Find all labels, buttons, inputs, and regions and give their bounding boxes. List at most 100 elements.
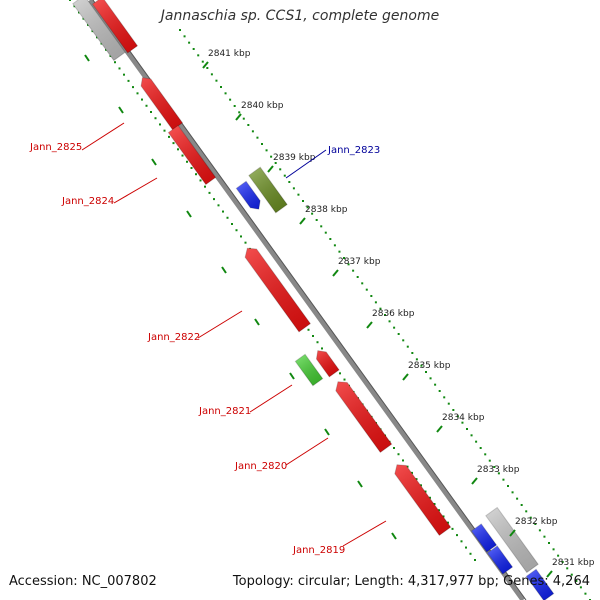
outer-scale-dot: [415, 358, 418, 361]
outer-scale-dot: [229, 98, 232, 101]
inner-scale-dot: [307, 328, 310, 331]
outer-scale-dot: [452, 409, 455, 411]
outer-scale-dot: [251, 130, 254, 133]
outer-scale-dot: [365, 288, 368, 291]
outer-scale-dot: [425, 371, 427, 373]
inner-scale-dot: [231, 223, 233, 225]
gene-block-gray[interactable]: [72, 0, 126, 62]
outer-scale-dot: [256, 136, 259, 139]
outer-scale-dot: [242, 117, 245, 120]
gene-block-blue-lower-2[interactable]: [486, 545, 514, 575]
scale-label: 2831 kbp: [552, 558, 595, 568]
inner-scale-dot: [451, 527, 454, 530]
outer-scale-dot: [279, 168, 282, 171]
inner-scale-tick: [186, 210, 192, 218]
gene-block-jann-2823[interactable]: [248, 166, 288, 214]
inner-scale-dot: [460, 540, 463, 543]
inner-scale-dot: [397, 453, 400, 456]
inner-scale-dot: [402, 459, 404, 462]
outer-scale-dot: [215, 79, 218, 82]
gene-block-jann-2820[interactable]: [332, 378, 393, 454]
gene-block-jann-2826[interactable]: [91, 0, 139, 54]
outer-scale-dot: [329, 238, 332, 240]
outer-scale-dot: [402, 339, 405, 342]
inner-scale-dot: [172, 142, 175, 145]
inner-scale-dot: [73, 5, 76, 8]
gene-block-blue-lower-1[interactable]: [470, 523, 498, 553]
gene-block-jann-2823-partner[interactable]: [235, 180, 263, 212]
scale-tick: [332, 269, 339, 277]
outer-scale-dot: [270, 155, 273, 158]
outer-scale-dot: [347, 263, 350, 266]
outer-scale-dot: [379, 307, 382, 310]
outer-scale-dot: [388, 320, 391, 323]
scale-label: 2833 kbp: [477, 465, 520, 475]
scale-label: 2836 kbp: [372, 309, 415, 319]
outer-scale-dot: [311, 212, 314, 215]
outer-scale-dot: [233, 105, 236, 107]
inner-scale-dot: [424, 490, 427, 493]
leader-line: [285, 437, 329, 466]
inner-scale-dot: [96, 36, 98, 39]
outer-scale-dot: [447, 402, 450, 405]
gene-label-jann-2824[interactable]: Jann_2824: [61, 196, 114, 207]
gene-block-blue-corner[interactable]: [525, 568, 555, 600]
inner-scale-dot: [393, 447, 395, 449]
inner-scale-dot: [433, 503, 436, 505]
outer-scale-dot: [548, 542, 550, 544]
gene-label-jann-2823[interactable]: Jann_2823: [327, 145, 380, 156]
inner-scale-dot: [136, 92, 139, 95]
outer-scale-dot: [197, 54, 200, 57]
leader-line: [249, 384, 293, 413]
gene-label-jann-2822[interactable]: Jann_2822: [147, 332, 200, 343]
scale-tick: [235, 113, 242, 121]
inner-scale-dot: [186, 160, 188, 163]
inner-scale-dot: [199, 179, 202, 182]
outer-scale-dot: [466, 428, 468, 430]
inner-scale-dot: [204, 185, 206, 188]
scale-tick: [366, 321, 373, 329]
gene-block-jann-2825[interactable]: [138, 74, 184, 131]
outer-scale-dot: [393, 326, 396, 329]
inner-scale-dot: [213, 198, 215, 201]
gene-block-jann-2821[interactable]: [294, 353, 324, 387]
outer-scale-dot: [324, 231, 327, 234]
gene-block-jann-2824[interactable]: [167, 124, 217, 186]
inner-scale-tick: [221, 266, 227, 274]
outer-scale-dot: [507, 485, 509, 487]
outer-scale-dot: [420, 364, 423, 367]
gene-label-jann-2820[interactable]: Jann_2820: [234, 461, 287, 472]
gene-block-jann-2822[interactable]: [242, 244, 312, 333]
gene-block-small-red[interactable]: [313, 347, 340, 378]
inner-scale-tick: [118, 106, 124, 114]
inner-scale-dot: [456, 534, 458, 537]
scale-tick: [471, 477, 478, 485]
outer-scale-dot: [511, 491, 514, 494]
outer-scale-dot: [575, 580, 578, 582]
inner-scale-dot: [316, 341, 319, 344]
scale-tick: [202, 61, 209, 69]
gene-label-jann-2821[interactable]: Jann_2821: [198, 406, 251, 417]
outer-scale-dot: [356, 276, 359, 278]
gene-label-jann-2819[interactable]: Jann_2819: [292, 545, 345, 556]
inner-scale-dot: [114, 61, 116, 64]
outer-scale-dot: [493, 466, 496, 468]
gene-block-jann-2819[interactable]: [391, 461, 452, 537]
gene-label-jann-2825[interactable]: Jann_2825: [29, 142, 82, 153]
outer-scale-dot: [220, 86, 222, 88]
outer-scale-dot: [566, 567, 569, 570]
outer-scale-dot: [579, 586, 582, 589]
outer-scale-dot: [247, 124, 250, 126]
gene-block-gray-lower[interactable]: [485, 506, 539, 574]
outer-scale-dot: [315, 219, 318, 221]
outer-scale-dot: [461, 421, 464, 424]
outer-scale-dot: [475, 440, 478, 443]
scale-label: 2835 kbp: [408, 361, 451, 371]
outer-scale-dot: [497, 472, 500, 475]
inner-scale-dot: [87, 23, 89, 26]
outer-scale-dot: [484, 453, 487, 456]
inner-scale-dot: [474, 559, 476, 561]
inner-scale-dot: [244, 241, 247, 244]
outer-scale-dot: [502, 478, 505, 481]
inner-scale-dot: [181, 154, 184, 157]
